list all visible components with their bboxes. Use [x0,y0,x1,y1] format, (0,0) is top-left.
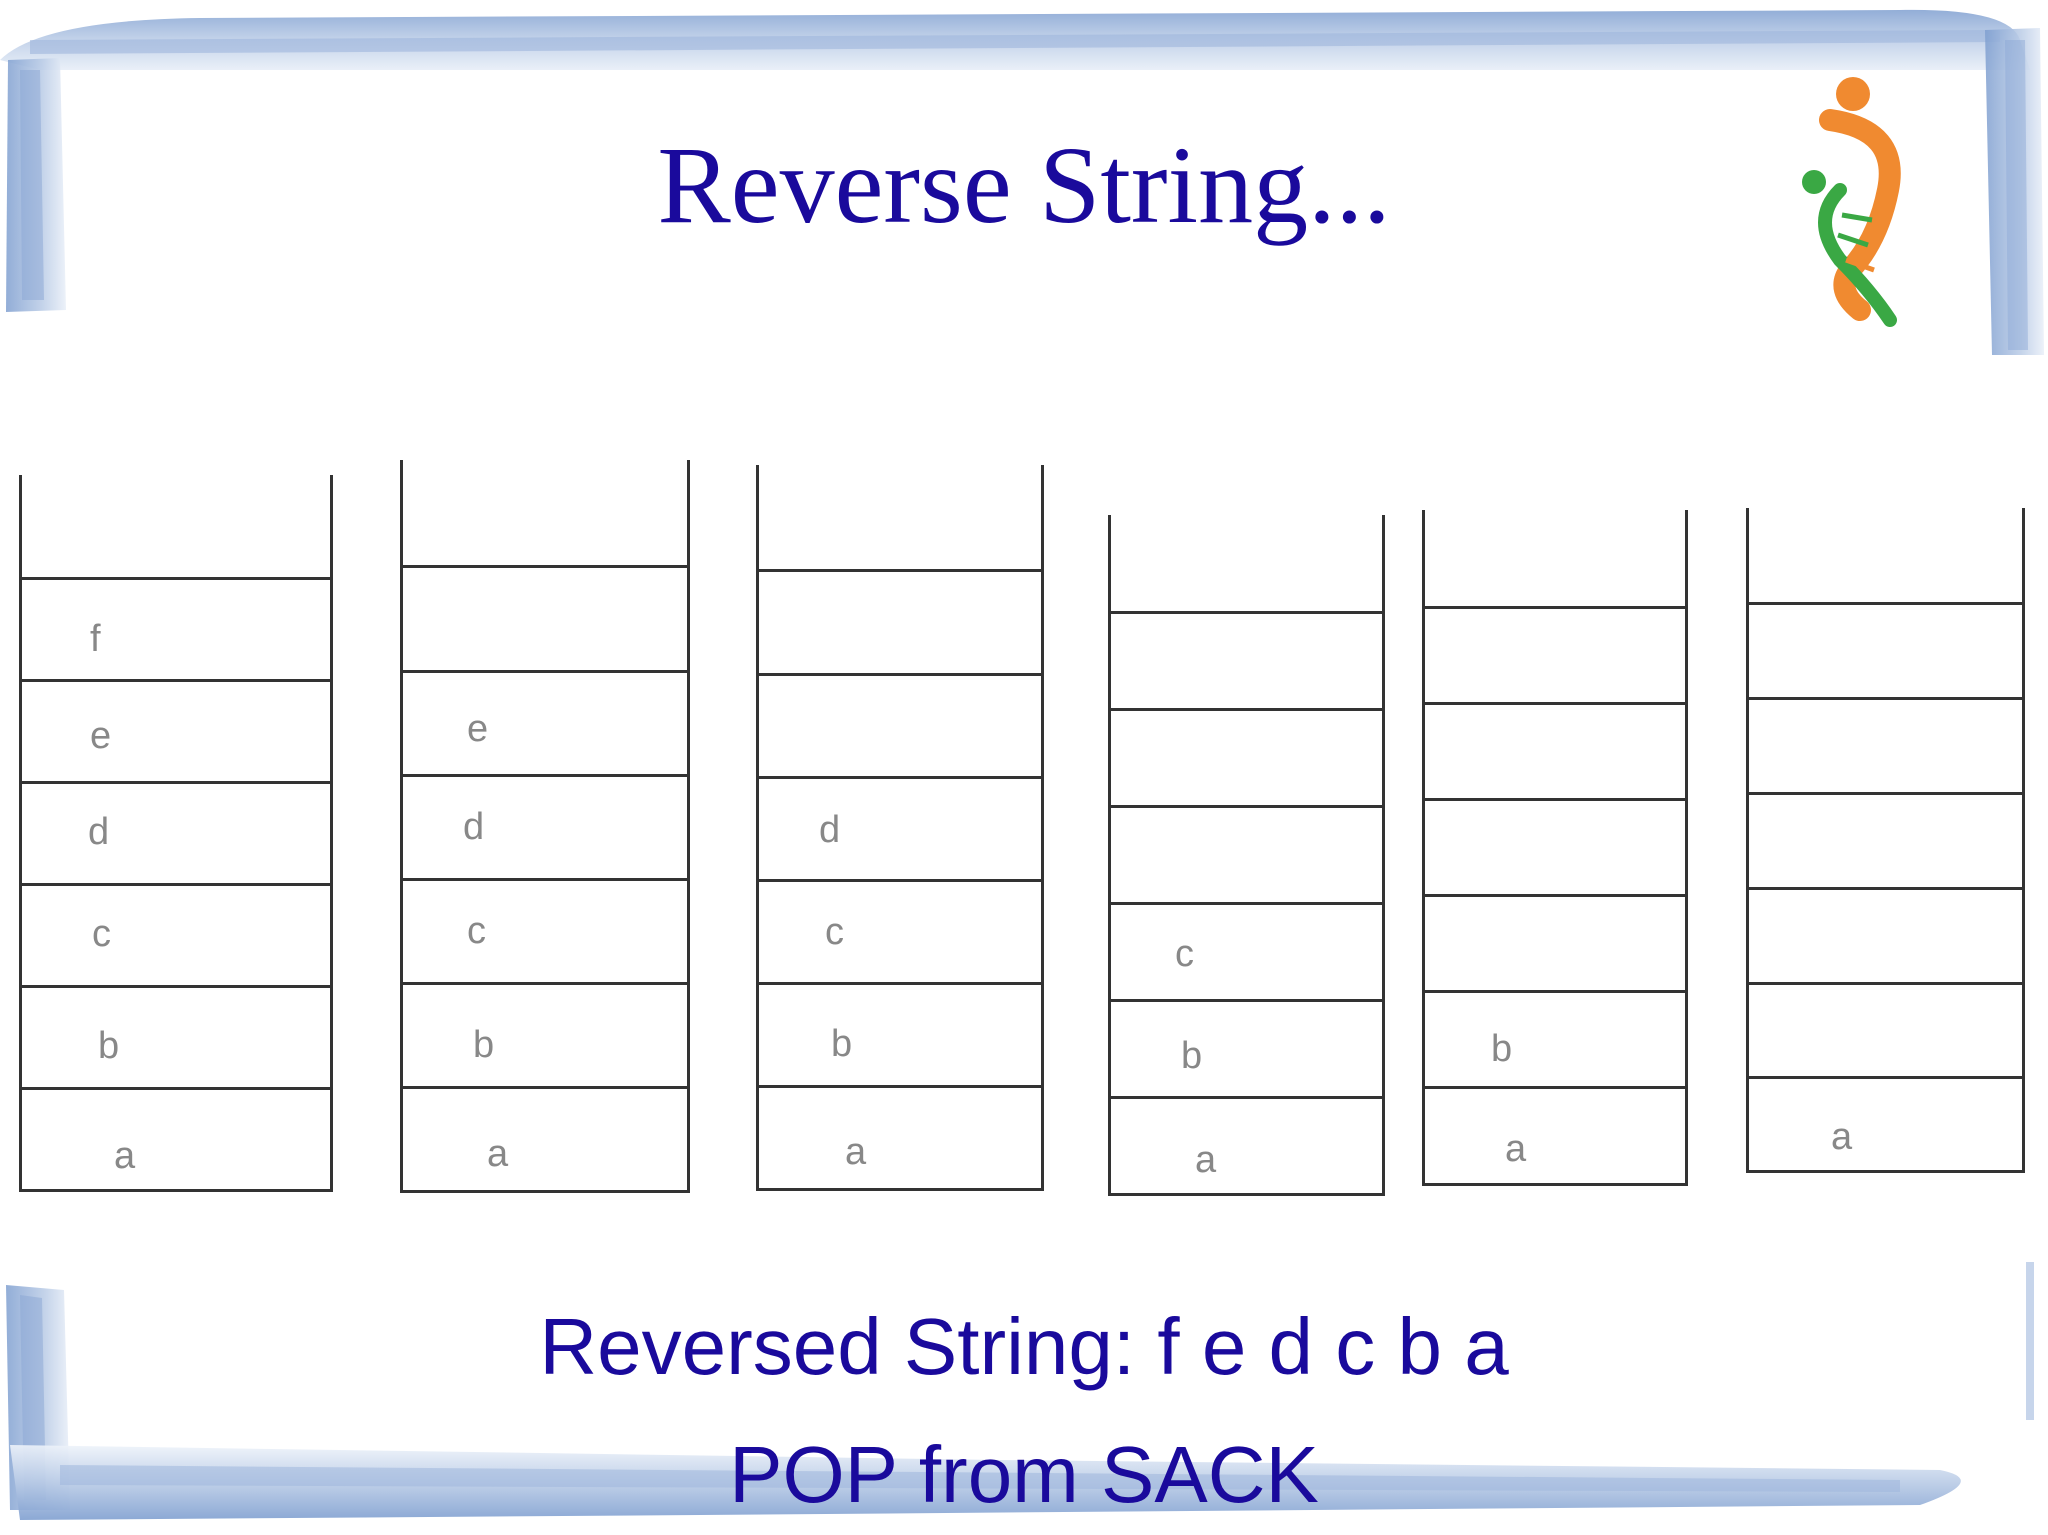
stack-5: b a [1422,510,1688,1186]
stack-item: e [467,708,489,750]
stack-item: a [1505,1128,1527,1170]
reversed-string-text: Reversed String: f e d c b a [539,1302,1509,1391]
stack-item: d [819,809,841,851]
stack-item: b [1491,1028,1513,1070]
stack-6: a [1746,508,2025,1173]
stack-item: e [90,715,112,757]
stack-item: b [831,1023,853,1065]
stack-item: a [114,1135,136,1177]
stack-item: c [92,913,111,955]
stack-item: a [1831,1116,1853,1158]
slide-title: Reverse String... [657,124,1391,246]
stack-item: c [825,911,844,953]
stack-item: a [845,1131,867,1173]
stack-item: f [90,618,101,660]
stack-2: e d c b a [400,460,690,1193]
stack-item: b [473,1024,495,1066]
dna-person-logo-icon [1802,77,1901,327]
stack-item: b [98,1025,120,1067]
stack-1: f e d c b a [19,475,333,1192]
stack-item: d [463,806,485,848]
stack-item: b [1181,1035,1203,1077]
stack-item: c [467,910,486,952]
stack-item: c [1175,933,1194,975]
stack-item: d [88,811,110,853]
stack-item: a [1195,1139,1217,1181]
stack-item: a [487,1133,509,1175]
pop-from-stack-text: POP from SACK [729,1430,1319,1519]
stack-3: d c b a [756,465,1044,1191]
stack-4: c b a [1108,515,1385,1196]
